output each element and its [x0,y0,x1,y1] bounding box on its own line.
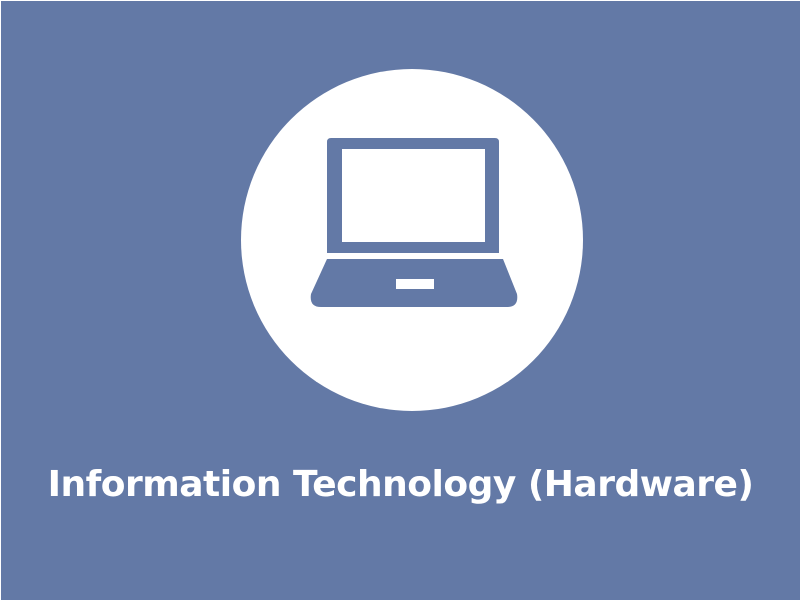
tile-title: Information Technology (Hardware) [47,464,754,505]
laptop-icon [310,138,518,307]
icon-circle [241,69,583,411]
